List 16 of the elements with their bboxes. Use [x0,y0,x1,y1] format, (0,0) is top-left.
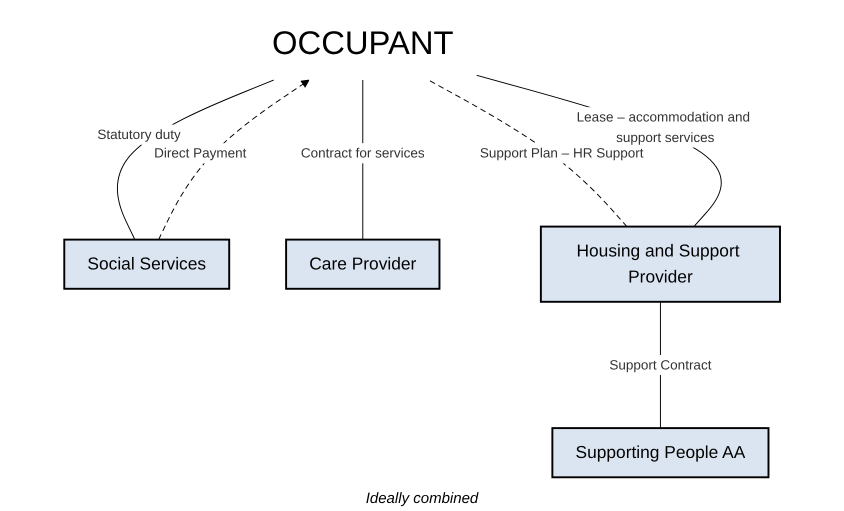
edge-label: Contract for services [300,145,425,161]
edge-label: Support Contract [609,356,712,372]
edge-label: Lease – accommodation and support services [576,109,750,145]
edge-label: Direct Payment [154,145,246,161]
node-box: Housing and Support Provider [540,226,781,303]
edge-label: Support Plan – HR Support [480,145,644,161]
node-box: Supporting People AA [551,427,770,478]
node-box: Social Services [63,238,230,290]
node-box: Care Provider [285,238,440,290]
note-text: Ideally combined [366,490,478,506]
connector [116,80,274,240]
edge-label: Statutory duty [97,126,181,142]
arrow [158,80,310,240]
node-text: OCCUPANT [272,25,454,62]
connector [476,74,722,228]
connector [428,80,628,228]
